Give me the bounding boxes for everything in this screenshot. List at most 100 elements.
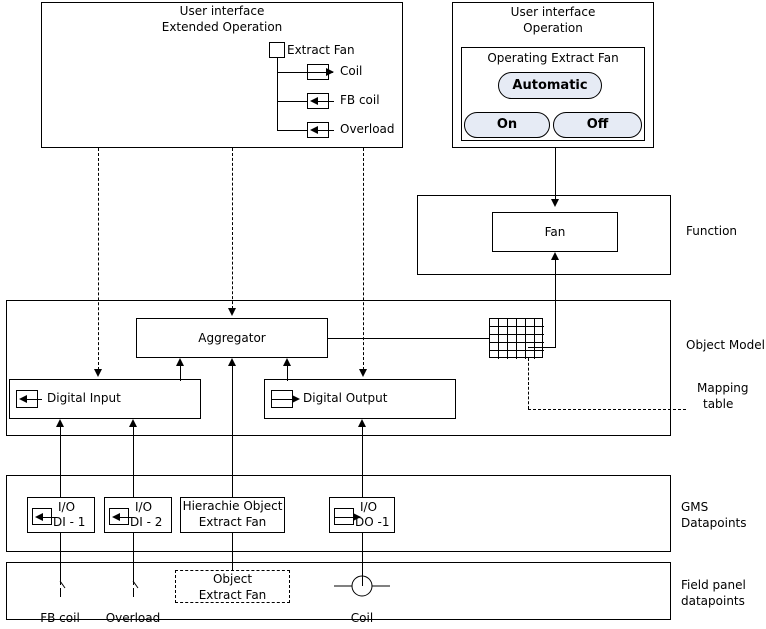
input-point-icon-di1	[32, 508, 52, 525]
di2-to-digital-input-arrow	[129, 419, 137, 427]
tree-trunk	[277, 58, 278, 130]
off-button[interactable]: Off	[553, 112, 642, 138]
mapping-table-label-line2: table	[703, 397, 734, 411]
mapping-table-label-line1: Mapping	[697, 381, 749, 395]
mapping-grid-cell	[508, 319, 517, 327]
fan-block	[492, 212, 618, 252]
input-point-icon-di2	[109, 508, 129, 525]
gms-item-di2-line1: I/O	[135, 500, 153, 514]
operating-extract-fan-group	[461, 47, 645, 141]
digital-input-icon-arrow	[19, 395, 27, 403]
mapping-table-grid	[489, 318, 544, 359]
gms-item-di1-line1: I/O	[58, 500, 76, 514]
connector-grid-to-fan-arrow	[551, 252, 559, 260]
mapping-grid-cell	[517, 335, 526, 343]
gms-item-di2-line2: DI - 2	[130, 515, 163, 529]
switch-contact-icon-overload	[132, 581, 139, 589]
mapping-grid-cell	[535, 335, 544, 343]
digital-output-block	[264, 379, 456, 419]
switch-contact-icon-overload-upper	[133, 576, 134, 585]
tree-branch-fbcoil	[277, 101, 307, 102]
mapping-grid-cell	[499, 327, 508, 335]
switch-contact-icon-fbcoil-lower	[60, 588, 61, 597]
field-side-label-line2: datapoints	[681, 594, 745, 608]
panel-function	[417, 195, 671, 275]
connector-grid-to-fan	[555, 258, 556, 348]
dashed-object-box-line1: Object	[212, 572, 253, 586]
tree-item-label-fbcoil: FB coil	[340, 93, 380, 107]
gms-side-label-line1: GMS	[681, 500, 709, 514]
mapping-grid-cell	[517, 319, 526, 327]
mapping-grid-cell	[499, 319, 508, 327]
digital-input-label: Digital Input	[47, 391, 121, 405]
dashed-connector-ui-to-digital-output	[363, 148, 364, 370]
digital-input-block	[9, 379, 201, 419]
di2-icon-arrow	[112, 513, 120, 521]
mapping-grid-cell	[517, 343, 526, 351]
mapping-grid-cell	[499, 351, 508, 359]
digital-output-to-aggregator-arrow	[283, 358, 291, 366]
mapping-grid-cell	[490, 335, 499, 343]
di2-icon-shaft	[115, 517, 133, 518]
do1-to-digital-output-arrow	[358, 419, 366, 427]
ui-extended-title-line2: Extended Operation	[161, 20, 283, 34]
gms-item-do1-line1: I/O	[360, 500, 378, 514]
coil-icon-inner-line	[307, 72, 329, 73]
mapping-grid-cell	[508, 351, 517, 359]
hierarchie-to-aggregator-arrow	[228, 358, 236, 366]
operating-extract-fan-title: Operating Extract Fan	[487, 51, 619, 65]
dashed-connector-ui-to-digital-input	[98, 148, 99, 370]
fbcoil-arrow-shaft	[312, 101, 334, 102]
mapping-grid-cell	[526, 351, 535, 359]
gms-item-do1-line2: DO -1	[355, 515, 390, 529]
dashed-connector-ui-to-digital-input-arrow	[94, 369, 102, 377]
on-button[interactable]: On	[464, 112, 550, 138]
mapping-grid-cell	[535, 351, 544, 359]
mapping-grid-cell	[526, 319, 535, 327]
tree-root-icon	[269, 42, 285, 58]
do1-icon-arrow	[353, 513, 361, 521]
switch-contact-icon-fbcoil-upper	[60, 576, 61, 585]
digital-output-icon-shaft	[271, 399, 297, 400]
panel-gms-datapoints	[6, 475, 671, 552]
mapping-grid-cell	[526, 335, 535, 343]
mapping-grid-cell	[526, 327, 535, 335]
coil-arrow-head	[326, 68, 334, 76]
mapping-grid-cell	[490, 327, 499, 335]
mapping-grid-cell	[517, 327, 526, 335]
function-side-label: Function	[686, 224, 738, 238]
field-label-fbcoil: FB coil	[40, 611, 80, 625]
mapping-grid-cell	[490, 319, 499, 327]
mapping-grid-cell	[499, 343, 508, 351]
connector-hierarchie-to-fieldpanel	[232, 533, 233, 570]
gms-item-hierarchie-line2: Extract Fan	[198, 515, 267, 529]
do1-icon-shaft	[334, 517, 358, 518]
mapping-grid-cell	[490, 351, 499, 359]
dashed-connector-ui-to-aggregator	[232, 148, 233, 309]
di1-to-digital-input-line	[60, 424, 61, 497]
overload-arrow-head	[310, 126, 318, 134]
dashed-connector-ui-to-aggregator-arrow	[228, 308, 236, 316]
fan-block-label: Fan	[544, 225, 566, 239]
mapping-grid-cell	[535, 327, 544, 335]
digital-output-label: Digital Output	[303, 391, 388, 405]
aggregator-block	[136, 318, 328, 358]
dashed-object-box-line2: Extract Fan	[198, 588, 267, 602]
object-model-side-label: Object Model	[686, 338, 765, 352]
digital-input-icon-shaft	[22, 399, 42, 400]
aggregator-label: Aggregator	[198, 331, 266, 345]
ui-operation-title-line1: User interface	[510, 5, 596, 19]
ui-operation-title-line2: Operation	[523, 21, 583, 35]
field-label-overload: Overload	[105, 611, 161, 625]
di1-icon-arrow	[35, 513, 43, 521]
di1-to-digital-input-arrow	[56, 419, 64, 427]
digital-output-icon-arrow	[292, 395, 300, 403]
di2-to-digital-input-line	[133, 424, 134, 497]
digital-input-to-aggregator-line	[180, 363, 181, 381]
connector-operation-to-fan-arrow	[551, 199, 559, 207]
automatic-button[interactable]: Automatic	[498, 72, 602, 99]
mapping-leader-horizontal	[528, 409, 686, 410]
field-side-label-line1: Field panel	[681, 578, 746, 592]
connector-di1-to-fieldpanel	[60, 533, 61, 581]
